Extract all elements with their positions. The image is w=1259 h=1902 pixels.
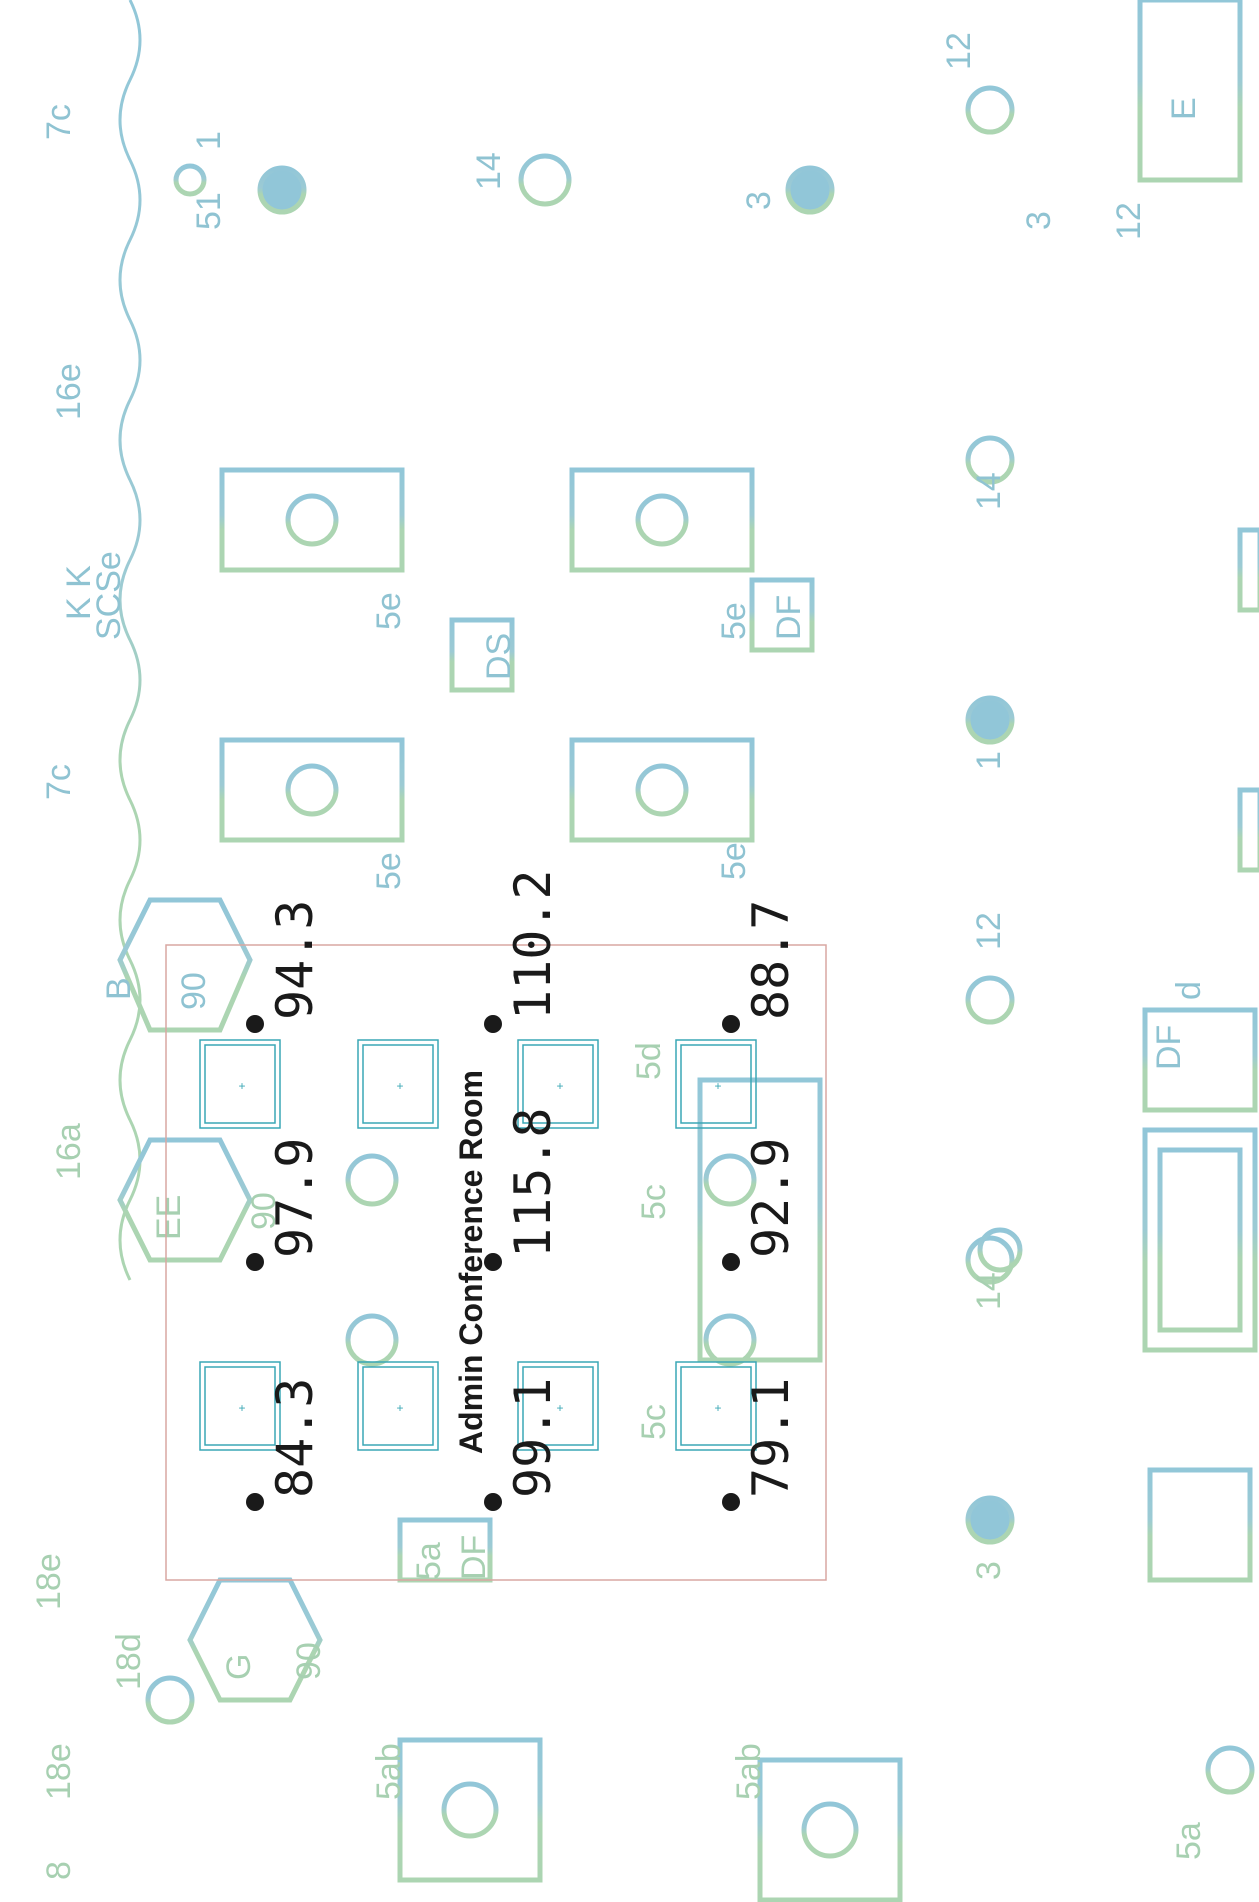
reading-value: 115.8 <box>504 1107 562 1258</box>
schematic-label: 5a <box>1170 1822 1208 1860</box>
svg-text:+: + <box>396 1401 403 1415</box>
schematic-label: 3 <box>740 191 778 210</box>
schematic-label: B <box>100 977 138 1000</box>
light-fixture: + <box>517 1361 599 1451</box>
schematic-label: 14 <box>470 152 508 190</box>
measurement-dot <box>484 1493 502 1511</box>
svg-text:+: + <box>556 1401 563 1415</box>
measurement-dot <box>722 1493 740 1511</box>
svg-text:+: + <box>238 1079 245 1093</box>
reading-value: 99.1 <box>504 1378 562 1498</box>
svg-text:+: + <box>556 1079 563 1093</box>
schematic-label: 1 <box>970 751 1008 770</box>
schematic-label: 18d <box>110 1633 148 1690</box>
light-fixture: + <box>675 1361 757 1451</box>
svg-text:+: + <box>714 1401 721 1415</box>
schematic-label: 3 <box>1020 211 1058 230</box>
reading-value: 97.9 <box>266 1138 324 1258</box>
schematic-label: 7c <box>40 104 78 140</box>
light-fixture: + <box>357 1361 439 1451</box>
svg-text:+: + <box>396 1079 403 1093</box>
measurement-point: 84.3 <box>246 1378 324 1511</box>
light-fixture: + <box>675 1039 757 1129</box>
reading-value: 92.9 <box>742 1138 800 1258</box>
schematic-label: DF <box>455 1535 493 1580</box>
schematic-label: DF <box>1150 1025 1188 1070</box>
light-fixture: + <box>199 1361 281 1451</box>
measurement-dot <box>246 1253 264 1271</box>
schematic-label: EE <box>150 1195 188 1240</box>
measurement-readings: 94.3 97.9 84.3 110.2 115.8 99.1 88.7 92 <box>246 869 800 1511</box>
schematic-label: 5ab <box>730 1743 768 1800</box>
schematic-label: 90 <box>290 1642 328 1680</box>
background-schematic <box>117 0 1259 1902</box>
measurement-dot <box>484 1015 502 1033</box>
schematic-label: 18e <box>30 1553 68 1610</box>
schematic-label: 51 <box>190 192 228 230</box>
measurement-point: 92.9 <box>722 1138 800 1271</box>
schematic-label: 5d <box>630 1042 668 1080</box>
schematic-label: 5a <box>410 1542 448 1580</box>
measurement-dot <box>484 1253 502 1271</box>
schematic-label: 90 <box>175 972 213 1010</box>
schematic-label: 12 <box>1110 202 1148 240</box>
measurement-point: 115.8 <box>484 1107 562 1271</box>
measurement-point: 88.7 <box>722 900 800 1033</box>
schematic-label: 1 <box>190 131 228 150</box>
svg-text:+: + <box>714 1079 721 1093</box>
schematic-labels: 7c 51 1 14 3 12 E 3 12 16e K K SCSe 5e D… <box>30 32 1208 1880</box>
measurement-point: 97.9 <box>246 1138 324 1271</box>
schematic-label: DF <box>770 595 808 640</box>
schematic-label: 16e <box>50 363 88 420</box>
measurement-dot <box>246 1015 264 1033</box>
light-fixture: + <box>517 1039 599 1129</box>
reading-value: 79.1 <box>742 1378 800 1498</box>
measurement-point: 110.2 <box>484 869 562 1033</box>
schematic-label: 12 <box>940 32 978 70</box>
schematic-label: 3 <box>970 1561 1008 1580</box>
schematic-label: 8 <box>40 1861 78 1880</box>
room-outline <box>165 944 827 1581</box>
schematic-label: 5c <box>635 1404 673 1440</box>
reading-value: 94.3 <box>266 900 324 1020</box>
reading-value: 110.2 <box>504 869 562 1020</box>
schematic-label: 5e <box>715 602 753 640</box>
schematic-label: 5e <box>370 852 408 890</box>
room-title: Admin Conference Room <box>453 1070 489 1454</box>
schematic-label: 18e <box>40 1743 78 1800</box>
reading-value: 88.7 <box>742 900 800 1020</box>
schematic-label: 90 <box>245 1192 283 1230</box>
schematic-label: 7c <box>40 764 78 800</box>
schematic-label: 16a <box>50 1123 88 1180</box>
schematic-label: K K <box>60 565 98 620</box>
schematic-label: DS <box>480 633 518 680</box>
measurement-point: 94.3 <box>246 900 324 1033</box>
measurement-point: 79.1 <box>722 1378 800 1511</box>
schematic-label: 5ab <box>370 1743 408 1800</box>
light-fixture: + <box>357 1039 439 1129</box>
schematic-label: 5e <box>715 842 753 880</box>
schematic-label: 5c <box>635 1184 673 1220</box>
schematic-label: 5e <box>370 592 408 630</box>
measurement-dot <box>722 1015 740 1033</box>
measurement-point: 99.1 <box>484 1378 562 1511</box>
schematic-label: 14 <box>970 472 1008 510</box>
light-fixtures: + + + + + + + + <box>199 1039 757 1451</box>
measurement-dot <box>722 1253 740 1271</box>
light-fixture: + <box>199 1039 281 1129</box>
schematic-label: d <box>1170 981 1208 1000</box>
schematic-label: SCSe <box>90 551 128 640</box>
schematic-label: 12 <box>970 912 1008 950</box>
measurement-dot <box>246 1493 264 1511</box>
svg-text:+: + <box>238 1401 245 1415</box>
schematic-label: 14 <box>970 1272 1008 1310</box>
schematic-label: G <box>220 1654 258 1680</box>
schematic-label: E <box>1165 97 1203 120</box>
reading-value: 84.3 <box>266 1378 324 1498</box>
